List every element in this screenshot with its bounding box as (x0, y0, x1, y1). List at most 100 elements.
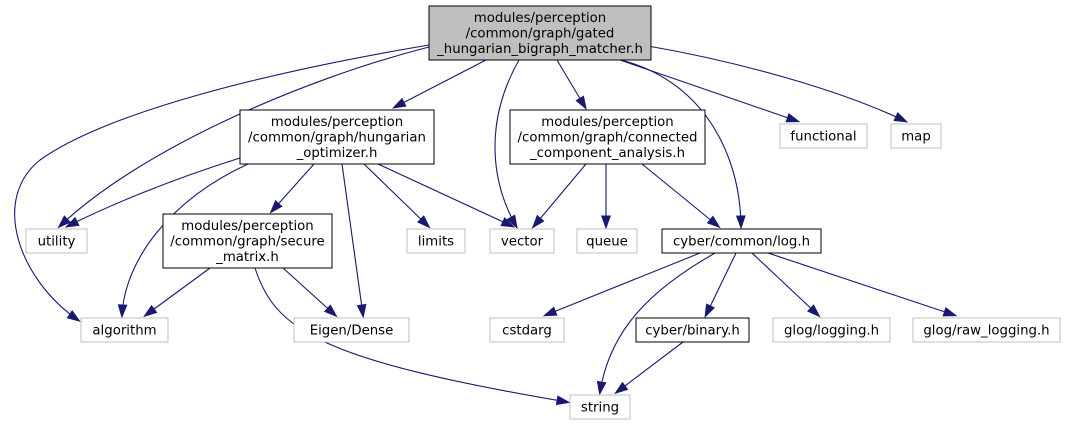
node-box (239, 109, 435, 165)
node-label-line: map (901, 130, 931, 145)
arrowhead (706, 215, 721, 229)
node-box (912, 317, 1061, 343)
node-label-line: /common/graph/hungarian (248, 131, 426, 146)
arrowhead (735, 215, 746, 230)
edge-hungarian-optimizer-to-algorithm (117, 163, 249, 319)
node-box (635, 317, 750, 343)
edge-hungarian-optimizer-to-limits (363, 163, 431, 229)
edges-layer (14, 44, 958, 406)
edge-cyber-binary-to-string (614, 341, 684, 395)
node-label-line: vector (501, 235, 544, 250)
node-label-line: string (581, 401, 619, 416)
arrowhead (143, 304, 158, 318)
node-label-line: modules/perception (271, 115, 403, 130)
arrowhead (269, 199, 283, 214)
node-box (489, 317, 565, 343)
edge-secure-matrix-to-eigen-dense (282, 267, 338, 318)
node-eigen-dense[interactable]: Eigen/Dense (293, 317, 410, 343)
node-vector[interactable]: vector (489, 228, 555, 254)
edge-secure-matrix-to-algorithm (143, 267, 211, 318)
edge-hungarian-optimizer-to-eigen-dense (341, 163, 367, 319)
edge-cyber-log-to-cyber-binary (704, 252, 737, 319)
arrowhead (500, 217, 516, 228)
nodes-layer: modules/perception/common/graph/gated_hu… (25, 5, 1061, 420)
arrowhead (704, 303, 715, 319)
node-map[interactable]: map (890, 123, 942, 149)
arrowhead (506, 214, 518, 230)
node-box (569, 394, 631, 420)
edge-cyber-log-to-glog-raw-logging (767, 252, 958, 317)
edge-connected-component-analysis-to-queue (601, 164, 611, 230)
node-hungarian-optimizer[interactable]: modules/perception/common/graph/hungaria… (239, 109, 435, 165)
edge-connected-component-analysis-to-vector (531, 163, 587, 229)
node-label-line: _component_analysis.h (529, 146, 685, 161)
node-box (772, 317, 891, 343)
node-box (489, 228, 555, 254)
edge-root-to-map (647, 45, 909, 123)
edge-root-to-utility (57, 46, 430, 229)
node-box (25, 228, 88, 254)
arrowhead (323, 304, 338, 318)
arrowhead (785, 112, 801, 123)
node-queue[interactable]: queue (576, 228, 638, 254)
arrowhead (391, 97, 407, 109)
node-secure-matrix[interactable]: modules/perception/common/graph/secure_m… (162, 213, 333, 269)
node-label-line: _hungarian_bigraph_matcher.h (436, 42, 643, 57)
node-label-line: cyber/common/log.h (673, 235, 810, 250)
edge-hungarian-optimizer-to-utility (64, 157, 241, 228)
node-box (428, 5, 652, 61)
arrowhead (555, 395, 571, 406)
node-cyber-binary[interactable]: cyber/binary.h (635, 317, 750, 343)
arrowhead (57, 215, 71, 229)
node-glog-logging[interactable]: glog/logging.h (772, 317, 891, 343)
edge-cyber-log-to-glog-logging (751, 252, 821, 318)
arrowhead (417, 215, 431, 229)
node-label-line: _matrix.h (215, 250, 279, 265)
node-functional[interactable]: functional (779, 123, 868, 149)
arrowhead (575, 95, 587, 111)
edge-root-to-hungarian-optimizer (391, 59, 487, 109)
edge-cyber-log-to-string (596, 252, 716, 396)
node-algorithm[interactable]: algorithm (80, 317, 169, 343)
node-box (293, 317, 410, 343)
node-label-line: modules/perception (541, 115, 673, 130)
node-root[interactable]: modules/perception/common/graph/gated_hu… (428, 5, 652, 61)
arrowhead (601, 215, 611, 230)
node-label-line: modules/perception (474, 11, 606, 26)
arrowhead (542, 306, 558, 317)
node-label-line: algorithm (92, 324, 156, 339)
edge-hungarian-optimizer-to-vector (377, 163, 516, 228)
node-cyber-log[interactable]: cyber/common/log.h (661, 228, 822, 254)
arrowhead (596, 380, 607, 396)
node-box (80, 317, 169, 343)
node-label-line: /common/graph/gated (466, 27, 615, 42)
arrowhead (614, 381, 629, 395)
node-cstdarg[interactable]: cstdarg (489, 317, 565, 343)
node-label-line: /common/graph/secure (170, 235, 324, 250)
node-box (779, 123, 868, 149)
edge-root-to-algorithm (14, 44, 430, 322)
node-label-line: modules/perception (181, 219, 313, 234)
arrowhead (64, 216, 80, 228)
node-label-line: Eigen/Dense (310, 324, 394, 339)
arrowhead (942, 307, 958, 317)
edge-connected-component-analysis-to-cyber-log (641, 163, 721, 229)
edge-cyber-log-to-cstdarg (542, 252, 701, 317)
node-box (661, 228, 822, 254)
node-label-line: _optimizer.h (296, 146, 378, 161)
edge-root-to-functional (619, 59, 801, 123)
edge-root-to-vector (494, 59, 520, 230)
arrowhead (117, 304, 128, 319)
arrowhead (356, 303, 367, 319)
node-utility[interactable]: utility (25, 228, 88, 254)
node-label-line: cstdarg (502, 324, 552, 339)
node-limits[interactable]: limits (406, 228, 466, 254)
node-string[interactable]: string (569, 394, 631, 420)
node-box (509, 109, 706, 165)
node-box (406, 228, 466, 254)
arrowhead (806, 304, 821, 318)
node-connected-component-analysis[interactable]: modules/perception/common/graph/connecte… (509, 109, 706, 165)
node-glog-raw-logging[interactable]: glog/raw_logging.h (912, 317, 1061, 343)
node-label-line: limits (418, 235, 454, 250)
